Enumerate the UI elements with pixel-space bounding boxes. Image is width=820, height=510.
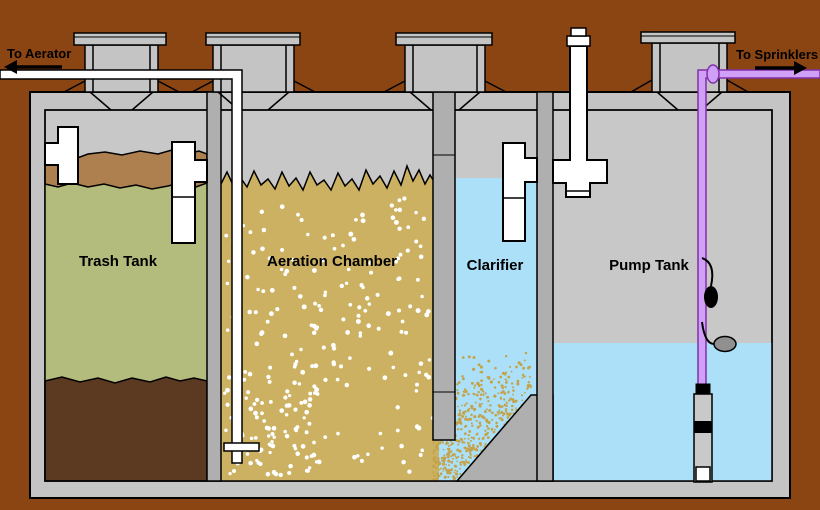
access-riser-pump-tank bbox=[630, 31, 749, 111]
vent-pipe bbox=[552, 27, 608, 198]
to-aerator-annotation: To Aerator bbox=[4, 46, 71, 74]
sludge-layer bbox=[44, 376, 208, 482]
inlet-tee-pipe bbox=[44, 126, 79, 185]
aeration-chamber-label: Aeration Chamber bbox=[267, 253, 397, 270]
float-cable-high bbox=[701, 257, 714, 287]
aeration-liquid bbox=[221, 166, 439, 481]
to-sprinklers-label: To Sprinklers bbox=[736, 47, 818, 62]
divider-wall-trash-aeration bbox=[206, 91, 222, 482]
to-aerator-label: To Aerator bbox=[7, 46, 71, 61]
vent-pipe-collar bbox=[566, 35, 591, 47]
interior-outline bbox=[44, 109, 773, 482]
pump-tank-water bbox=[553, 343, 772, 481]
pump-intake bbox=[695, 466, 711, 482]
float-switches bbox=[701, 257, 737, 353]
access-riser-trash-tank bbox=[63, 32, 180, 111]
aeration-surface bbox=[220, 163, 440, 192]
pump-tank-label: Pump Tank bbox=[609, 257, 689, 274]
check-valve bbox=[706, 64, 720, 84]
trash-tank-label: Trash Tank bbox=[79, 253, 158, 270]
divider-wall-aeration-clarifier bbox=[432, 91, 456, 441]
vent-pipe-cap bbox=[570, 27, 587, 37]
clarifier-speckles bbox=[432, 351, 532, 481]
to-aerator-arrow-head bbox=[4, 60, 17, 74]
float-switch-low bbox=[713, 335, 737, 353]
air-diffuser bbox=[223, 442, 260, 452]
air-supply-pipe bbox=[0, 69, 260, 464]
clarifier-outlet-tee-pipe bbox=[502, 142, 538, 242]
submersible-pump bbox=[693, 383, 713, 483]
to-sprinklers-annotation: To Sprinklers bbox=[736, 47, 818, 75]
to-sprinklers-arrow-head bbox=[794, 61, 807, 75]
pump-cap bbox=[695, 383, 711, 395]
clarifier-label: Clarifier bbox=[467, 257, 524, 274]
pump-band bbox=[694, 421, 712, 433]
access-riser-clarifier bbox=[383, 32, 507, 111]
divider-wall-clarifier-pump bbox=[536, 91, 554, 482]
float-switch-high bbox=[704, 286, 718, 308]
access-riser-aeration bbox=[191, 32, 316, 111]
trash-outlet-tee-pipe bbox=[171, 141, 208, 244]
